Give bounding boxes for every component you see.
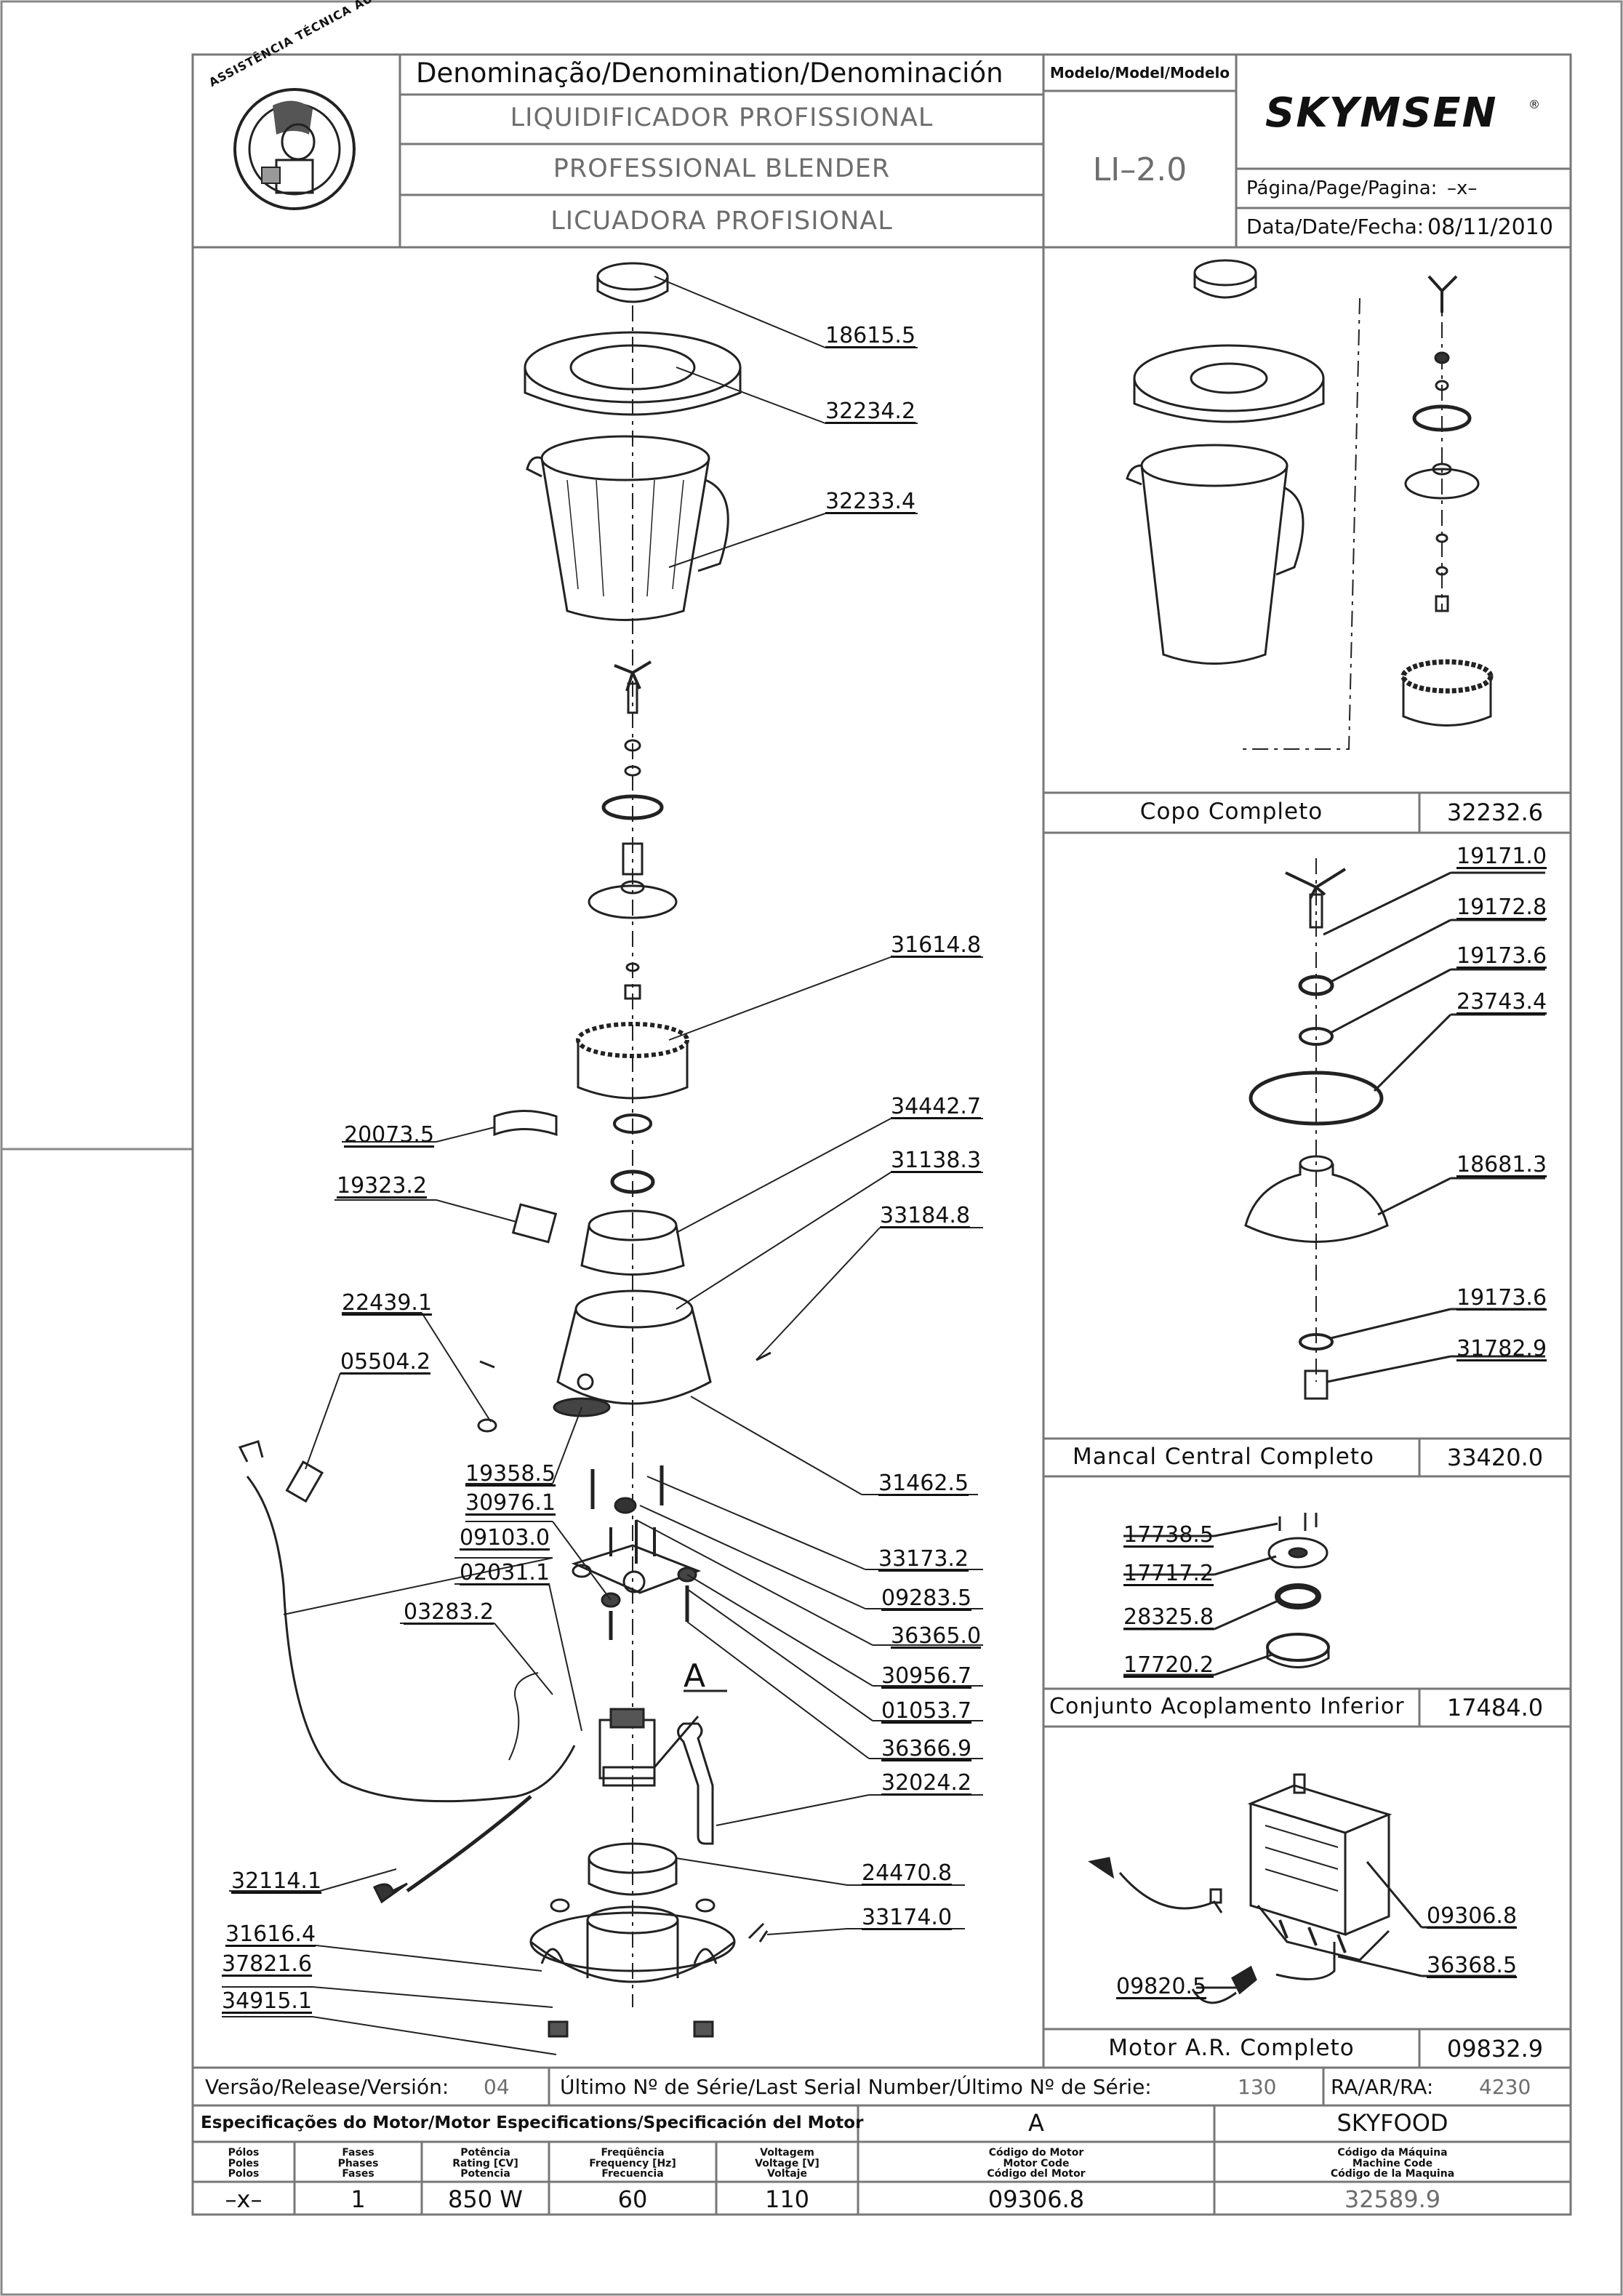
part-label: 31616.4 [225,1921,316,1947]
name-en: PROFESSIONAL BLENDER [553,154,891,183]
name-pt: LIQUIDIFICADOR PROFISSIONAL [510,103,934,132]
part-label: 17738.5 [1123,1522,1214,1548]
spec-header: Código do Motor Motor Code Código del Mo… [987,2147,1086,2180]
serial-label: Último Nº de Série/Last Serial Number/Úl… [560,2075,1152,2099]
part-label: 32024.2 [881,1770,972,1796]
version-label: Versão/Release/Versión: [205,2075,449,2099]
assembly-name: Conjunto Acoplamento Inferior [1049,1694,1405,1719]
part-label: 34915.1 [222,1988,313,2014]
part-label: 19171.0 [1456,844,1547,869]
version-value: 04 [484,2075,510,2099]
part-label: 32114.1 [231,1868,322,1894]
page-label: Página/Page/Pagina: [1246,177,1438,199]
mancal-central-view [1244,858,1545,1400]
part-label: 19358.5 [465,1461,556,1487]
detail-a-label: A [684,1657,706,1695]
part-label: 03283.2 [404,1599,494,1625]
assembly-name: Motor A.R. Completo [1108,2035,1355,2061]
page-value: –x– [1447,177,1478,199]
spec-phases: 1 [350,2185,366,2213]
authorized-service-logo [233,88,356,210]
part-label: 09103.0 [460,1525,550,1551]
spec-voltage: 110 [764,2185,810,2213]
assembly-code: 09832.9 [1446,2035,1544,2063]
spec-header: Freqüência Frequency [Hz] Frecuencia [589,2147,676,2180]
spec-title: Especificações do Motor/Motor Especifica… [201,2113,864,2132]
spec-power: 850 W [448,2185,523,2213]
part-label: 33174.0 [862,1905,953,1930]
serial-value: 130 [1238,2075,1277,2099]
part-label: 32233.4 [825,489,916,514]
assembly-code: 32232.6 [1446,799,1544,826]
ra-label: RA/AR/RA: [1331,2075,1434,2099]
spec-header: Código da Máquina Machine Code Código de… [1330,2147,1455,2180]
part-label: 17720.2 [1123,1652,1214,1678]
assembly-name: Mancal Central Completo [1073,1444,1374,1470]
denomination-label: Denominação/Denomination/Denominación [416,57,1003,89]
part-label: 37821.6 [222,1951,313,1977]
part-label: 19323.2 [337,1173,428,1199]
part-label: 09283.5 [881,1585,972,1611]
part-label: 17717.2 [1123,1561,1214,1586]
spec-header: Voltagem Voltage [V] Voltaje [755,2147,819,2180]
spec-motor-code: 09306.8 [987,2185,1085,2213]
main-leader-lines [222,276,983,2055]
main-exploded-view [238,262,772,2038]
spec-header: Fases Phases Fases [337,2147,379,2180]
part-label: 31614.8 [891,932,982,958]
part-label: 02031.1 [460,1560,550,1585]
brand-logo: SKYMSEN [1265,89,1498,137]
part-label: 33184.8 [880,1203,971,1228]
copo-completo-view [1126,259,1494,750]
motor-view [1088,1773,1516,2004]
part-label: 33173.2 [878,1546,969,1572]
spec-header: Pólos Poles Polos [228,2147,260,2180]
date-value: 08/11/2010 [1427,215,1553,240]
part-label: 34442.7 [891,1094,982,1119]
part-label: 20073.5 [344,1122,435,1148]
part-label: 09306.8 [1427,1903,1518,1929]
brand-name: SKYFOOD [1337,2109,1448,2137]
part-label: 31462.5 [878,1471,969,1496]
part-label: 36365.0 [891,1623,982,1649]
part-label: 18681.3 [1456,1152,1547,1177]
part-label: 18615.5 [825,323,916,348]
part-label: 30976.1 [465,1490,556,1516]
part-label: 22439.1 [342,1290,433,1316]
acoplamento-inferior-view [1123,1513,1330,1676]
part-label: 19173.6 [1456,943,1547,969]
part-label: 31782.9 [1456,1336,1547,1361]
part-label: 28325.8 [1123,1604,1214,1630]
part-label: 24470.8 [862,1860,953,1886]
part-label: 36366.9 [881,1736,972,1761]
part-label: 30956.7 [881,1663,972,1689]
assembly-code: 17484.0 [1446,1694,1544,1721]
name-es: LICUADORA PROFISIONAL [550,207,893,236]
assembly-code: 33420.0 [1446,1444,1544,1471]
part-label: 19173.6 [1456,1285,1547,1311]
spec-header: Potência Rating [CV] Potencia [452,2147,518,2180]
brand-registered: ® [1528,97,1540,111]
part-label: 19172.8 [1456,895,1547,920]
model-label: Modelo/Model/Modelo [1049,64,1230,81]
part-label: 09820.5 [1116,1974,1207,1999]
ra-value: 4230 [1479,2075,1531,2099]
part-label: 05504.2 [340,1349,431,1375]
part-label: 36368.5 [1427,1953,1518,1978]
model-value: LI–2.0 [1092,151,1187,188]
date-label: Data/Date/Fecha: [1246,215,1424,239]
motor-letter: A [1028,2109,1044,2137]
part-label: 32234.2 [825,399,916,424]
part-label: 01053.7 [881,1698,972,1724]
part-label: 23743.4 [1456,989,1547,1015]
spec-poles: –x– [225,2185,263,2213]
spec-frequency: 60 [617,2185,648,2213]
spec-machine-code: 32589.9 [1344,2185,1441,2213]
assembly-name: Copo Completo [1139,799,1323,825]
part-label: 31138.3 [891,1148,982,1173]
